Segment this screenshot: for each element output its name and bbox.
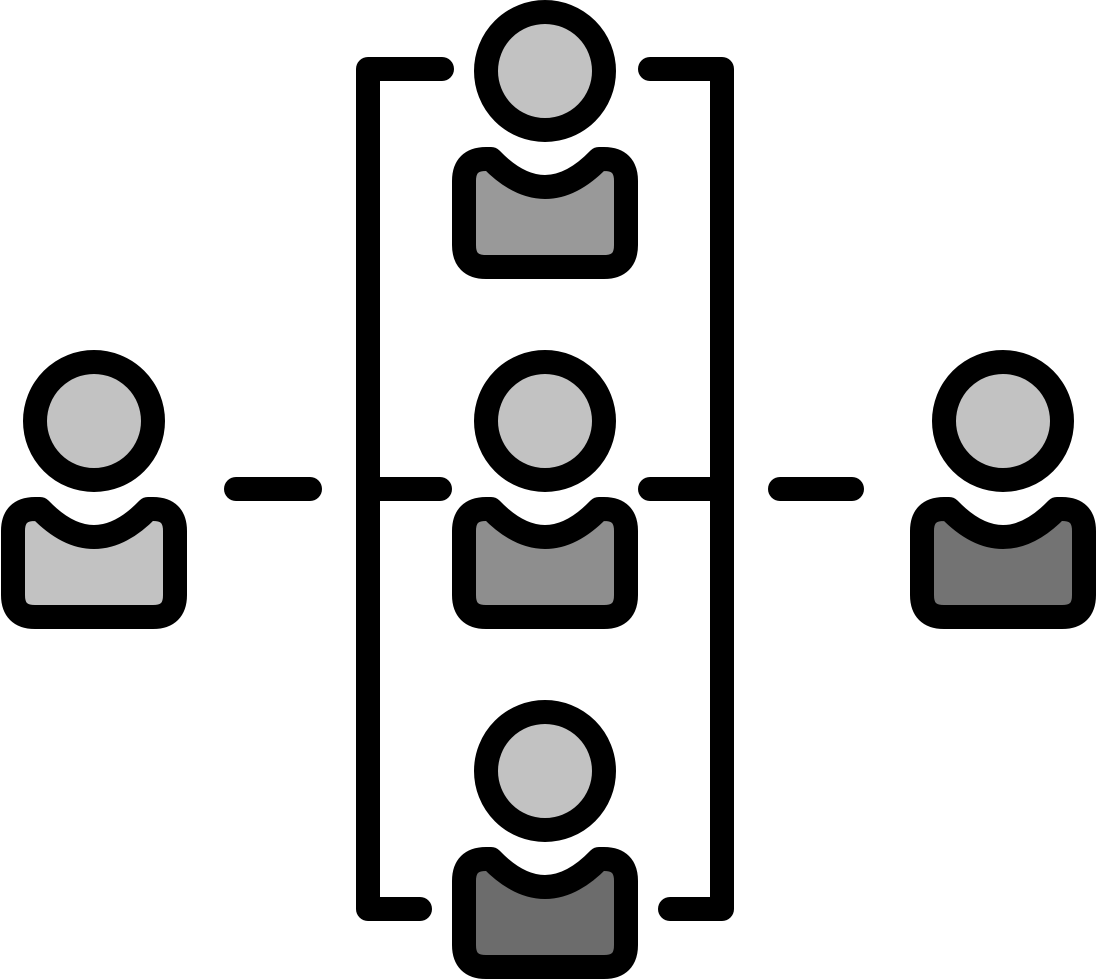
person-head-left bbox=[23, 350, 165, 492]
person-icon-bottom bbox=[452, 700, 638, 979]
person-body-middle bbox=[452, 497, 638, 629]
person-head-middle bbox=[474, 350, 616, 492]
person-icon-top bbox=[452, 0, 638, 279]
person-head-bottom bbox=[474, 700, 616, 842]
person-body-bottom bbox=[452, 847, 638, 979]
person-body-left bbox=[1, 497, 187, 629]
person-head-top bbox=[474, 0, 616, 142]
person-body-top bbox=[452, 147, 638, 279]
person-icon-left bbox=[1, 350, 187, 629]
person-body-right bbox=[910, 497, 1096, 629]
connector-lines bbox=[224, 57, 864, 921]
person-icon-middle bbox=[452, 350, 638, 629]
person-head-right bbox=[932, 350, 1074, 492]
person-icon-right bbox=[910, 350, 1096, 629]
